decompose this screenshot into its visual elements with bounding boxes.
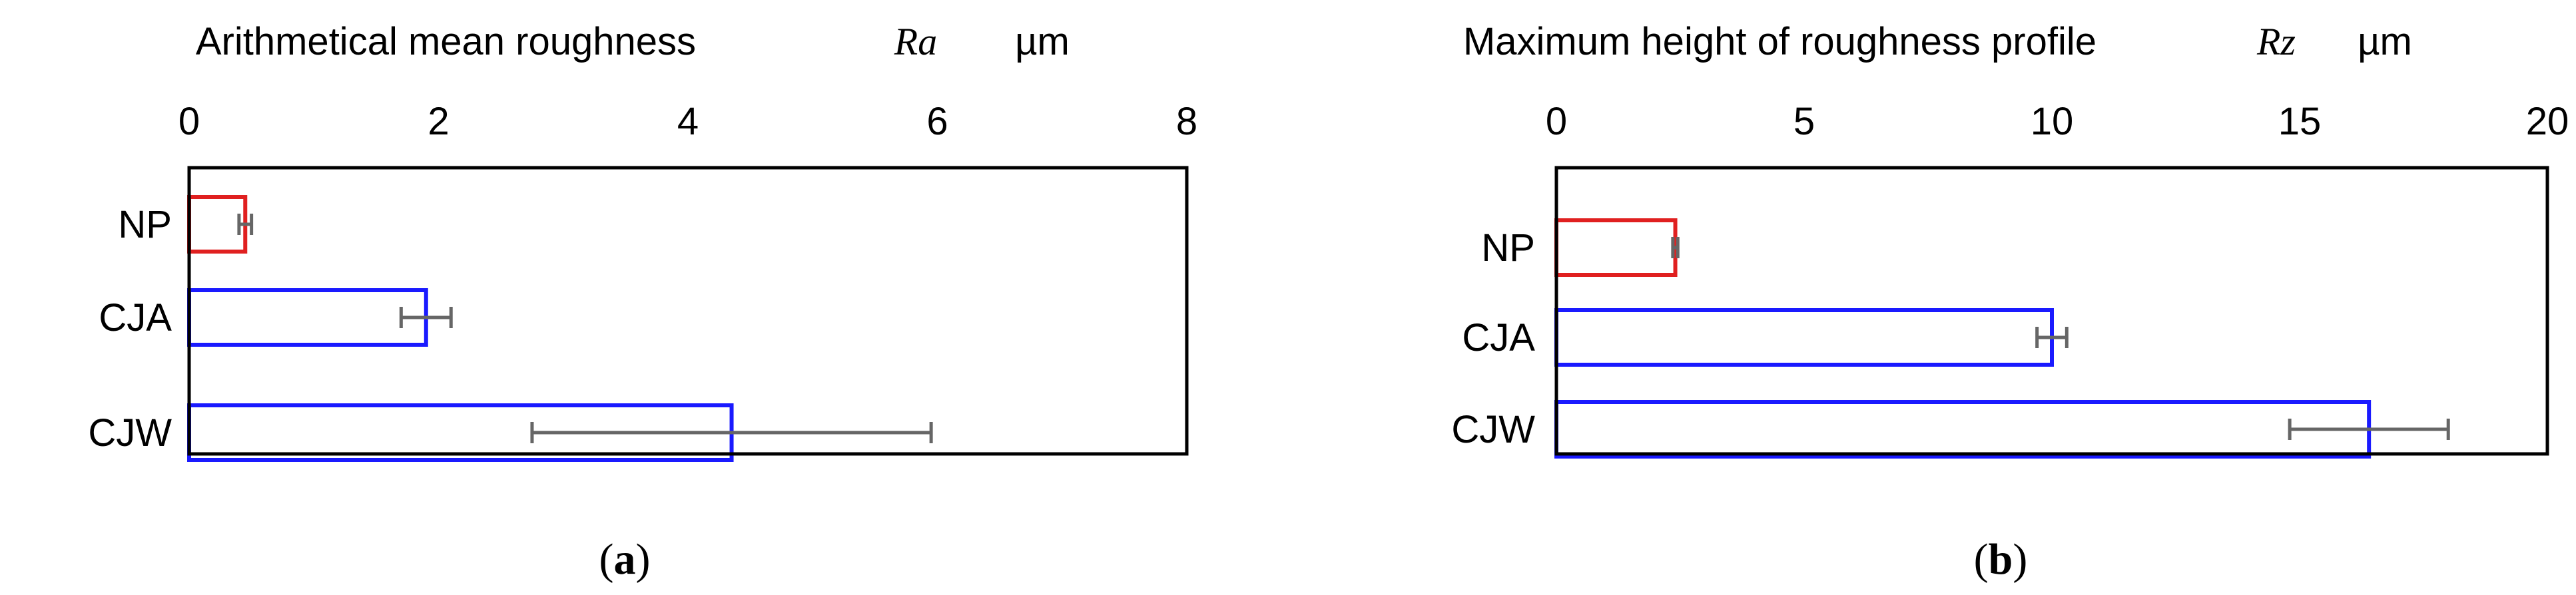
panel-a-error-bar-cjw	[530, 422, 933, 443]
panel-b-bars	[1554, 218, 2450, 459]
panel-b-x-tick-label: 20	[2526, 100, 2569, 143]
panel-a-x-tick-label: 2	[428, 100, 449, 143]
panel-b-error-bar-np	[1671, 237, 1680, 258]
panel-b-title: Maximum height of roughness profile	[1463, 20, 2096, 63]
panel-b-error-bar-cja	[2035, 327, 2069, 348]
panel-a-bar-np	[187, 195, 248, 254]
panel-b-x-tick-label: 0	[1546, 100, 1567, 143]
panel-b-error-bar-cjw	[2288, 419, 2450, 440]
panel-a-category-label: CJA	[99, 296, 172, 339]
panel-b-x-tick-label: 10	[2031, 100, 2074, 143]
panel-a-label: (a)	[599, 535, 651, 584]
panel-a-y-axis: NP CJA CJW	[88, 203, 172, 455]
panel-a-x-axis: 0 2 4 6 8	[178, 100, 1197, 143]
panel-a-bar-cja	[187, 288, 428, 347]
panel-a-title: Arithmetical mean roughness	[196, 20, 696, 63]
panel-a-error-bar-np	[237, 214, 254, 235]
panel-b-y-axis: NP CJA CJW	[1451, 226, 1535, 451]
panel-b-category-label: NP	[1481, 226, 1535, 270]
panel-b-x-tick-label: 5	[1793, 100, 1815, 143]
panel-a-title-unit: µm	[1015, 20, 1070, 63]
panel-b-bar-cja	[1554, 308, 2054, 367]
panel-b-plot-frame	[1554, 166, 2549, 456]
panel-b-bar-cjw	[1554, 400, 2372, 459]
panel-a-x-tick-label: 6	[926, 100, 948, 143]
panel-a-error-bar-cja	[399, 307, 453, 328]
panel-a-plot-frame	[187, 166, 1189, 456]
panel-a-x-tick-label: 4	[677, 100, 699, 143]
panel-a-category-label: CJW	[88, 411, 172, 455]
panel-a-x-tick-label: 0	[178, 100, 200, 143]
panel-b-title-symbol: Rz	[2256, 20, 2296, 63]
panel-b-category-label: CJW	[1451, 408, 1535, 451]
panel-a-x-tick-label: 8	[1176, 100, 1197, 143]
panel-a-bars	[187, 195, 933, 462]
panel-b-label: (b)	[1974, 535, 2028, 584]
panel-b-x-axis: 0 5 10 15 20	[1546, 100, 2569, 143]
panel-b-chart: Maximum height of roughness profile Rz µ…	[1451, 20, 2569, 584]
panel-b-category-label: CJA	[1462, 316, 1535, 359]
panel-b-bar-np	[1554, 218, 1678, 277]
panel-a-title-symbol: Ra	[894, 20, 937, 63]
panel-a-category-label: NP	[118, 203, 172, 246]
panel-b-title-unit: µm	[2358, 20, 2412, 63]
panel-b-x-tick-label: 15	[2278, 100, 2322, 143]
